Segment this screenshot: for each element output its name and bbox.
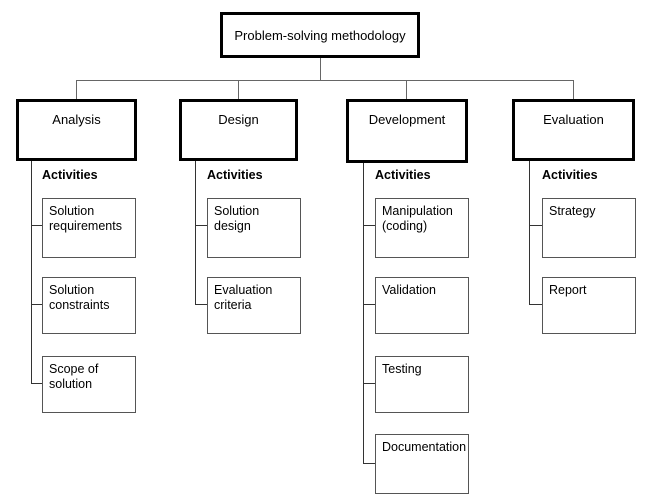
activity-node[interactable]: Evaluation criteria: [207, 277, 301, 334]
phase-node-design[interactable]: Design: [179, 99, 298, 161]
phase-node-analysis[interactable]: Analysis: [16, 99, 137, 161]
activities-heading-design: Activities: [207, 168, 263, 182]
activity-node[interactable]: Solution design: [207, 198, 301, 258]
spine-evaluation: [529, 161, 530, 304]
phase-node-label: Evaluation: [543, 112, 604, 127]
activity-node[interactable]: Manipulation (coding): [375, 198, 469, 258]
spine-design: [195, 161, 196, 304]
activity-node-label: Testing: [382, 362, 422, 376]
branch-evaluation-2: [529, 304, 542, 305]
activity-node-label: Manipulation (coding): [382, 204, 453, 233]
activity-node[interactable]: Validation: [375, 277, 469, 334]
phase-node-label: Design: [218, 112, 259, 127]
activity-node-label: Documentation: [382, 440, 467, 454]
activities-heading-evaluation: Activities: [542, 168, 598, 182]
activity-node-label: Solution design: [214, 204, 260, 233]
root-node-label: Problem-solving methodology: [234, 27, 406, 43]
branch-design-2: [195, 304, 207, 305]
activity-node[interactable]: Solution constraints: [42, 277, 136, 334]
branch-analysis-1: [31, 225, 43, 226]
connector-bus-to-analysis: [76, 80, 77, 99]
branch-development-2: [363, 304, 375, 305]
activity-node-label: Solution requirements: [49, 204, 122, 233]
branch-design-1: [195, 225, 207, 226]
branch-analysis-2: [31, 304, 43, 305]
branch-analysis-3: [31, 383, 43, 384]
phase-node-evaluation[interactable]: Evaluation: [512, 99, 635, 161]
activity-node-label: Validation: [382, 283, 436, 297]
activity-node[interactable]: Documentation: [375, 434, 469, 494]
activity-node-label: Strategy: [549, 204, 596, 218]
activity-node[interactable]: Solution requirements: [42, 198, 136, 258]
activity-node[interactable]: Scope of solution: [42, 356, 136, 413]
phase-node-label: Analysis: [52, 112, 101, 127]
root-node-problem-solving-methodology[interactable]: Problem-solving methodology: [220, 12, 420, 58]
phase-node-development[interactable]: Development: [346, 99, 468, 163]
connector-bus-to-development: [406, 80, 407, 99]
branch-development-1: [363, 225, 375, 226]
activity-node-label: Solution constraints: [49, 283, 110, 312]
activity-node-label: Report: [549, 283, 587, 297]
connector-root-down: [320, 58, 321, 80]
spine-analysis: [31, 161, 32, 383]
branch-evaluation-1: [529, 225, 542, 226]
activity-node-label: Evaluation criteria: [214, 283, 273, 312]
branch-development-4: [363, 463, 375, 464]
spine-development: [363, 163, 364, 463]
activity-node[interactable]: Report: [542, 277, 636, 334]
branch-development-3: [363, 383, 375, 384]
activities-heading-development: Activities: [375, 168, 431, 182]
connector-bus-horizontal: [76, 80, 573, 81]
connector-bus-to-design: [238, 80, 239, 99]
activity-node[interactable]: Strategy: [542, 198, 636, 258]
phase-node-label: Development: [368, 112, 446, 127]
activity-node[interactable]: Testing: [375, 356, 469, 413]
activities-heading-analysis: Activities: [42, 168, 98, 182]
connector-bus-to-evaluation: [573, 80, 574, 99]
activity-node-label: Scope of solution: [49, 362, 99, 391]
